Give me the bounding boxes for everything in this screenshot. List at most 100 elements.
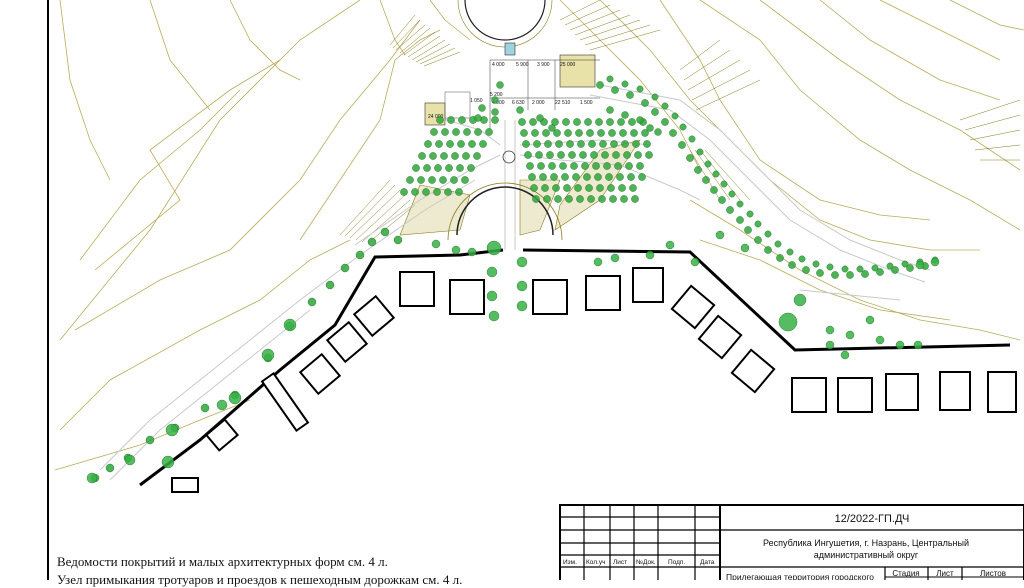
tree — [608, 129, 616, 137]
tree — [621, 140, 629, 148]
tree — [488, 310, 500, 322]
tree — [565, 195, 573, 203]
tree — [530, 184, 538, 192]
tree — [145, 435, 155, 445]
tree — [636, 116, 644, 124]
tree — [553, 129, 561, 137]
tree — [846, 271, 854, 279]
tree — [576, 195, 584, 203]
tree — [455, 188, 463, 196]
tree — [307, 297, 317, 307]
tree — [430, 128, 438, 136]
building-block — [837, 377, 873, 413]
building-block — [352, 294, 396, 338]
tree — [531, 129, 539, 137]
tree — [886, 262, 894, 270]
tree — [520, 129, 528, 137]
tree — [516, 280, 528, 292]
building-outline — [139, 248, 1011, 487]
tree — [561, 173, 569, 181]
tree — [812, 260, 820, 268]
tree — [568, 151, 576, 159]
tree — [418, 152, 426, 160]
tree — [793, 293, 807, 307]
dim-label: 5 900 — [516, 62, 529, 68]
tree — [541, 184, 549, 192]
building-block — [532, 279, 568, 315]
tree — [283, 318, 297, 332]
tree — [424, 140, 432, 148]
tree — [718, 196, 726, 204]
tree — [592, 162, 600, 170]
tree — [661, 102, 669, 110]
tree — [555, 140, 563, 148]
tree — [462, 152, 470, 160]
tree — [606, 75, 614, 83]
tree — [417, 176, 425, 184]
tree — [754, 220, 762, 228]
dim-label: 1 050 — [470, 98, 483, 104]
tree — [895, 340, 905, 350]
tree — [467, 164, 475, 172]
tree — [595, 118, 603, 126]
sheets-header: Листов — [980, 569, 1006, 578]
tree — [486, 266, 498, 278]
tree — [590, 151, 598, 159]
tree — [340, 263, 350, 273]
tree — [661, 118, 669, 126]
col-list: Лист — [613, 559, 627, 566]
col-izm: Изм. — [563, 559, 577, 566]
tree — [539, 173, 547, 181]
tree — [688, 135, 696, 143]
tree — [625, 162, 633, 170]
tree — [720, 180, 728, 188]
tree — [778, 312, 798, 332]
tree — [679, 123, 687, 131]
tree — [546, 151, 554, 159]
tree — [446, 140, 454, 148]
tree — [645, 250, 655, 260]
tree — [594, 173, 602, 181]
dim-label: 22 510 — [555, 100, 571, 106]
tree — [428, 176, 436, 184]
fountain-node — [502, 150, 516, 164]
tree — [447, 116, 455, 124]
note-coverings: Ведомости покрытий и малых архитектурных… — [57, 554, 388, 569]
tree — [533, 140, 541, 148]
col-data: Дата — [700, 559, 715, 566]
sheet-title: Прилегающая территория городского — [726, 572, 874, 580]
tree — [623, 151, 631, 159]
location-line1: Республика Ингушетия, г. Назрань, Центра… — [763, 538, 969, 548]
tree — [423, 164, 431, 172]
tree — [617, 118, 625, 126]
tree — [825, 325, 835, 335]
tree — [786, 248, 794, 256]
tree — [651, 108, 659, 116]
tree — [631, 195, 639, 203]
tree — [704, 160, 712, 168]
tree — [450, 176, 458, 184]
tree — [618, 184, 626, 192]
tree — [439, 176, 447, 184]
tree — [526, 162, 534, 170]
tree — [444, 188, 452, 196]
tree — [528, 173, 536, 181]
tree — [583, 173, 591, 181]
tree — [610, 140, 618, 148]
tree — [411, 188, 419, 196]
tree — [629, 184, 637, 192]
building-block — [260, 372, 310, 432]
tree — [607, 184, 615, 192]
tree — [875, 335, 885, 345]
tree — [802, 266, 810, 274]
tree — [671, 112, 679, 120]
tree — [548, 124, 556, 132]
tree — [200, 403, 210, 413]
tree — [524, 151, 532, 159]
tree — [865, 315, 875, 325]
building-block — [885, 373, 919, 411]
tree — [581, 162, 589, 170]
tree — [740, 243, 750, 253]
building-block — [171, 477, 199, 493]
tree — [627, 173, 635, 181]
